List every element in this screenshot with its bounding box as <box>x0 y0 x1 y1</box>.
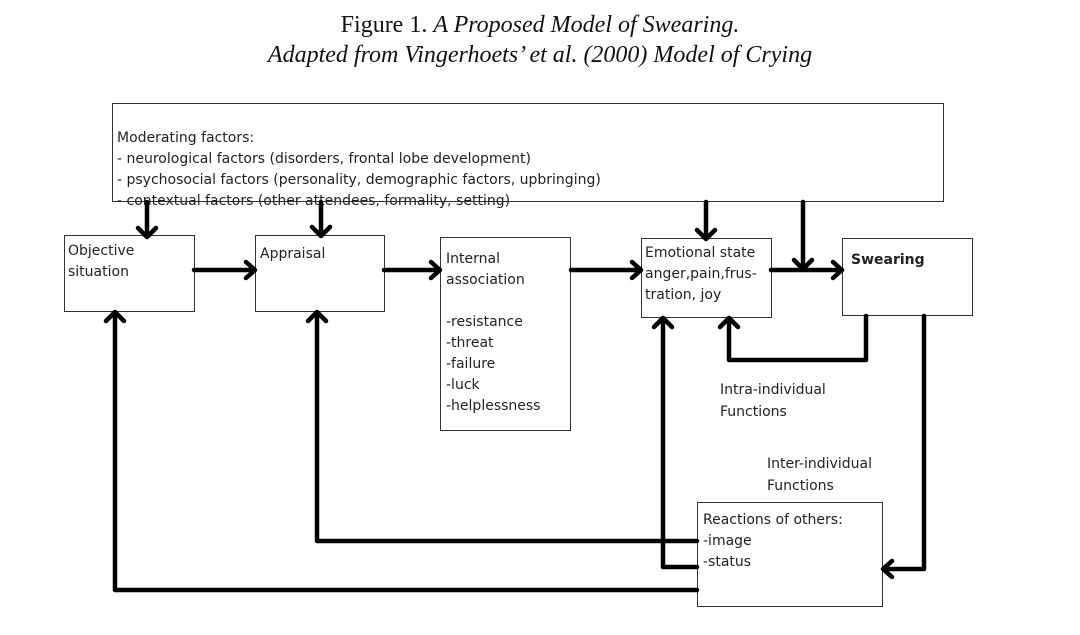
moderating-factors-box <box>112 103 944 202</box>
emotional-line1: Emotional state <box>645 245 756 261</box>
figure-title-italic: A Proposed Model of Swearing. <box>433 12 740 38</box>
arrow-moderating-to-objective <box>135 199 159 240</box>
internal-line1: Internal <box>446 251 500 267</box>
internal-item-luck: -luck <box>446 377 480 393</box>
objective-line1: Objective <box>68 243 135 259</box>
inter-line2: Functions <box>767 478 834 494</box>
figure-label: Figure 1. <box>340 12 428 38</box>
arrow-emotional-to-swearing <box>768 259 845 281</box>
figure-title: Figure 1. A Proposed Model of Swearing. <box>0 12 1080 39</box>
internal-association-text: Internal association -resistance -threat -fa… <box>446 249 540 417</box>
figure-subtitle: Adapted from Vingerhoets’ et al. (2000) … <box>267 42 813 68</box>
reactions-line3: -status <box>703 554 752 570</box>
arrow-swearing-to-emotional-intra <box>717 313 869 363</box>
reactions-line1: Reactions of others: <box>703 512 843 528</box>
arrow-reactions-to-appraisal <box>305 309 700 544</box>
swearing-text: Swearing <box>851 252 925 268</box>
intra-line2: Functions <box>720 404 787 420</box>
swearing-box <box>842 238 973 316</box>
emotional-state-box <box>641 238 772 318</box>
arrow-moderating-to-emotional <box>694 199 718 242</box>
arrow-objective-to-appraisal <box>191 259 258 281</box>
arrow-internal-to-emotional <box>568 259 644 281</box>
intra-line1: Intra-individual <box>720 382 826 398</box>
emotional-state-text: Emotional state anger,pain,frus-tration, … <box>645 243 757 306</box>
reactions-box <box>697 502 883 607</box>
arrow-swearing-to-reactions <box>880 313 927 580</box>
reactions-line2: -image <box>703 533 752 549</box>
inter-line1: Inter-individual <box>767 456 872 472</box>
moderating-item-neurological: - neurological factors (disorders, front… <box>117 151 531 167</box>
arrow-moderating-to-appraisal <box>309 199 333 239</box>
moderating-heading: Moderating factors: <box>117 130 255 146</box>
emotional-line2: anger,pain,frus- <box>645 266 757 282</box>
internal-item-resistance: -resistance <box>446 314 523 330</box>
internal-line2: association <box>446 272 525 288</box>
arrow-moderating-to-swearing-path <box>791 199 815 272</box>
moderating-item-psychosocial: - psychosocial factors (personality, dem… <box>117 172 601 188</box>
internal-item-failure: -failure <box>446 356 496 372</box>
appraisal-box <box>255 235 385 312</box>
internal-association-box <box>440 237 571 431</box>
internal-item-threat: -threat <box>446 335 494 351</box>
appraisal-line1: Appraisal <box>260 246 326 262</box>
arrow-reactions-to-objective <box>103 309 700 593</box>
emotional-line3: tration, joy <box>645 287 722 303</box>
appraisal-text: Appraisal <box>260 244 325 265</box>
objective-situation-box <box>64 235 195 312</box>
objective-line2: situation <box>68 264 129 280</box>
internal-item-helplessness: -helplessness <box>446 398 541 414</box>
objective-situation-text: Objective situation <box>68 241 134 283</box>
arrow-reactions-to-emotional <box>651 315 700 570</box>
reactions-text: Reactions of others: -image -status <box>703 510 843 573</box>
arrow-appraisal-to-internal <box>381 259 443 281</box>
